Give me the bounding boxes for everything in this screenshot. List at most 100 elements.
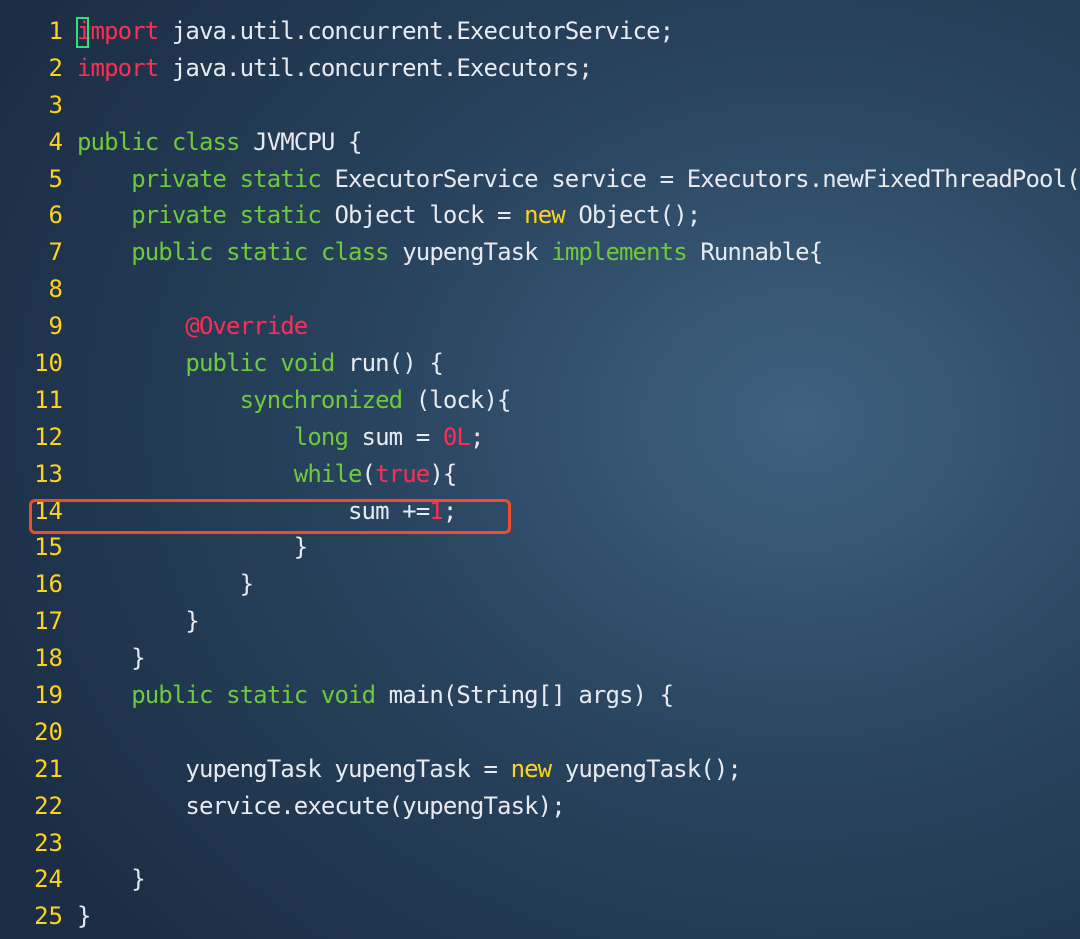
code-line[interactable]: 10 public void run() { (0, 345, 1080, 382)
code-text: long sum = 0L; (77, 419, 485, 456)
code-token: } (77, 533, 308, 562)
code-token: java.util.concurrent.Executors; (158, 53, 593, 82)
keyword-token: private (131, 164, 227, 193)
literal-token: true (375, 459, 430, 488)
keyword-token: void (280, 349, 335, 378)
line-number: 7 (48, 238, 63, 267)
code-line[interactable]: 13 while(true){ (0, 456, 1080, 493)
code-line[interactable]: 11 synchronized (lock){ (0, 382, 1080, 419)
line-number: 6 (48, 201, 63, 230)
code-token: run() { (334, 349, 444, 378)
code-token: } (77, 865, 145, 894)
line-number: 9 (48, 312, 63, 341)
code-text: yupengTask yupengTask = new yupengTask()… (77, 751, 741, 788)
code-editor[interactable]: 1 import java.util.concurrent.ExecutorSer… (0, 13, 1080, 935)
keyword-token: synchronized (239, 385, 403, 414)
code-text: } (77, 566, 254, 603)
line-number: 11 (34, 385, 63, 414)
keyword-token: static (226, 238, 308, 267)
code-line[interactable]: 8 (0, 271, 1080, 308)
code-token (307, 238, 321, 266)
code-line[interactable]: 20 (0, 714, 1080, 751)
code-line[interactable]: 17 } (0, 603, 1080, 640)
code-token: Runnable{ (686, 238, 823, 267)
line-number: 2 (48, 53, 63, 82)
line-number: 20 (34, 717, 63, 746)
code-token: ( (361, 459, 376, 488)
code-text: @Override (77, 308, 308, 345)
line-number: 25 (34, 902, 63, 931)
line-number: 22 (34, 791, 63, 820)
code-token: Object lock = (320, 201, 525, 230)
import-keyword-token: import (77, 53, 159, 82)
line-number: 21 (34, 754, 63, 783)
code-token: (lock){ (402, 385, 512, 414)
line-number: 13 (34, 459, 63, 488)
code-token: } (77, 607, 199, 636)
code-token: yupengTask (388, 238, 552, 267)
annotation-token: @Override (185, 312, 308, 341)
new-keyword-token: new (524, 201, 566, 230)
code-token: main(String[] args) { (375, 681, 674, 710)
line-number: 24 (34, 865, 63, 894)
code-line[interactable]: 15 } (0, 529, 1080, 566)
line-number: 15 (34, 533, 63, 562)
code-line[interactable]: 12 long sum = 0L; (0, 419, 1080, 456)
code-text: } (77, 603, 199, 640)
code-token: } (77, 902, 91, 931)
code-line[interactable]: 21 yupengTask yupengTask = new yupengTas… (0, 751, 1080, 788)
keyword-token: public (131, 681, 213, 710)
line-number: 1 (48, 17, 63, 45)
code-line[interactable]: 22 service.execute(yupengTask); (0, 788, 1080, 825)
code-token (77, 165, 131, 193)
code-token (77, 312, 185, 340)
code-text: private static Object lock = new Object(… (77, 197, 701, 234)
code-line[interactable]: 3 (0, 87, 1080, 124)
code-text: while(true){ (77, 456, 458, 493)
code-token (77, 349, 185, 377)
code-line[interactable]: 23 (0, 825, 1080, 862)
line-number: 19 (34, 681, 63, 710)
code-line[interactable]: 19 public static void main(String[] args… (0, 677, 1080, 714)
code-line[interactable]: 6 private static Object lock = new Objec… (0, 197, 1080, 234)
code-token: } (77, 644, 145, 673)
code-line[interactable]: 9 @Override (0, 308, 1080, 345)
code-text: public static class yupengTask implement… (77, 234, 823, 271)
keyword-token: long (293, 422, 349, 451)
code-text: import java.util.concurrent.ExecutorServ… (77, 13, 674, 50)
code-token (158, 128, 172, 156)
code-text: synchronized (lock){ (77, 382, 512, 419)
code-line[interactable]: 7 public static class yupengTask impleme… (0, 234, 1080, 271)
code-token (226, 201, 240, 229)
line-highlight-box (29, 499, 511, 534)
keyword-token: class (171, 127, 241, 156)
code-text: } (77, 529, 308, 566)
keyword-token: class (320, 238, 390, 267)
keyword-token: private (131, 201, 227, 230)
code-line[interactable]: 1 import java.util.concurrent.ExecutorSer… (0, 13, 1080, 50)
code-token: ; (469, 422, 484, 451)
code-line[interactable]: 24 } (0, 861, 1080, 898)
code-text: public class JVMCPU { (77, 124, 362, 161)
code-token: service.execute(yupengTask); (77, 791, 565, 820)
keyword-token: static (239, 201, 322, 230)
code-token (77, 386, 240, 414)
keyword-token: void (320, 681, 376, 710)
code-line[interactable]: 5 private static ExecutorService service… (0, 161, 1080, 198)
code-token: java.util.concurrent.ExecutorService; (158, 17, 674, 45)
keyword-token: while (293, 459, 363, 488)
code-line[interactable]: 25} (0, 898, 1080, 935)
keyword-token: static (226, 681, 308, 710)
new-keyword-token: new (510, 754, 553, 783)
keyword-token: public (185, 349, 267, 378)
literal-token: 1 (429, 496, 443, 525)
code-text: } (77, 640, 145, 677)
code-line[interactable]: 2 import java.util.concurrent.Executors; (0, 50, 1080, 87)
code-line[interactable]: 18 } (0, 640, 1080, 677)
code-token (77, 423, 294, 451)
code-line[interactable]: 16 } (0, 566, 1080, 603)
code-token: } (77, 570, 254, 599)
code-text: } (77, 861, 145, 898)
code-token: JVMCPU { (239, 127, 362, 156)
